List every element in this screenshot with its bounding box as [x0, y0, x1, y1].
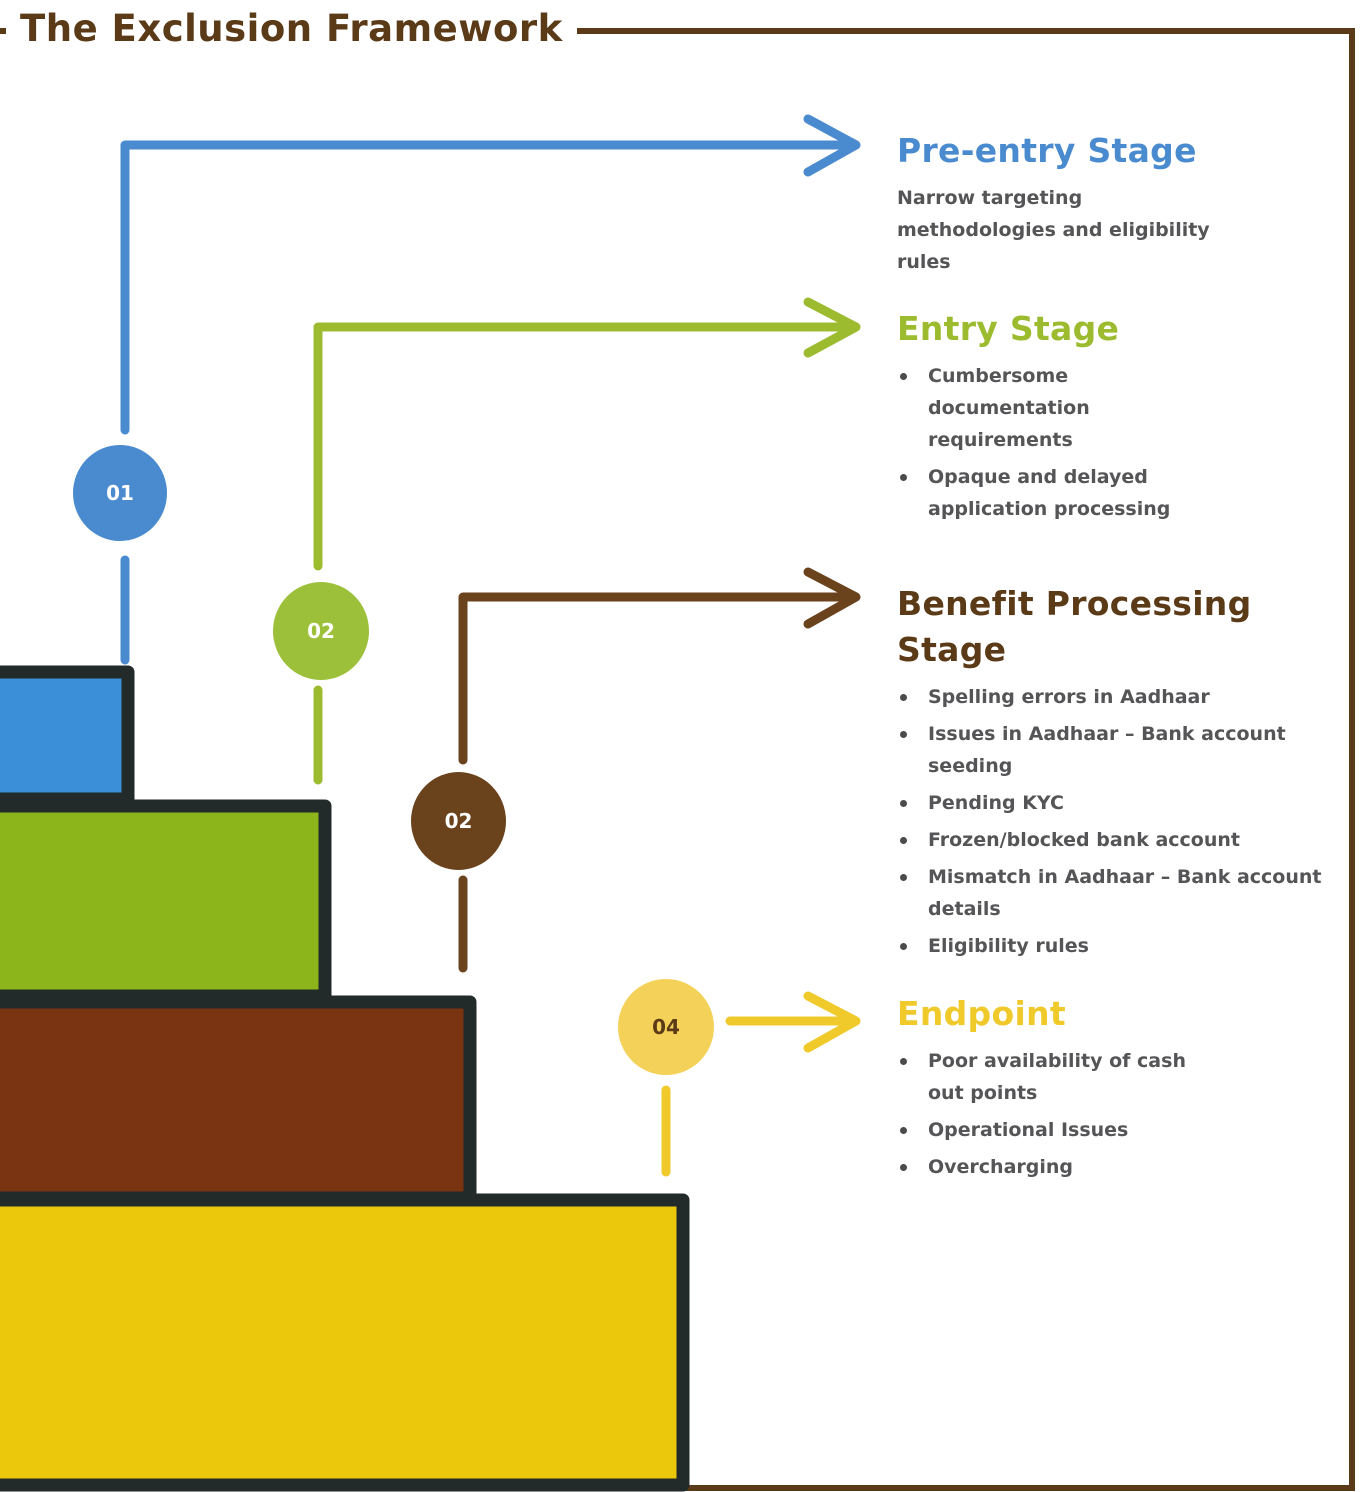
list-item: Poor availability of cash out points — [897, 1045, 1228, 1109]
list-item: Cumbersome documentation requirements — [897, 360, 1228, 456]
list-item: Operational Issues — [897, 1114, 1228, 1146]
list-item: Opaque and delayed application processin… — [897, 461, 1228, 525]
block-yellow — [0, 1193, 690, 1492]
list-item: Overcharging — [897, 1151, 1228, 1183]
list-item: Eligibility rules — [897, 930, 1328, 962]
endpoint-stage: Endpoint Poor availability of cash out p… — [897, 991, 1337, 1188]
pre-entry-heading: Pre-entry Stage — [897, 131, 1197, 170]
pre-entry-stage: Pre-entry Stage Narrow targeting methodo… — [897, 128, 1337, 278]
entry-heading: Entry Stage — [897, 309, 1120, 348]
stage-badge-entry: 02 — [273, 582, 369, 680]
pre-entry-connector — [120, 140, 855, 435]
stage-badge-endpoint: 04 — [618, 979, 714, 1075]
stage-badge-pre-entry: 01 — [73, 445, 167, 541]
entry-stage: Entry Stage Cumbersome documentation req… — [897, 306, 1337, 530]
list-item: Frozen/blocked bank account — [897, 824, 1328, 856]
benefit-connector — [458, 592, 855, 765]
page-title: The Exclusion Framework — [20, 4, 577, 54]
entry-bullet-list: Cumbersome documentation requirements Op… — [897, 360, 1337, 525]
benefit-processing-heading: Benefit Processing Stage — [897, 584, 1252, 669]
stage-badge-benefit-processing: 02 — [411, 772, 506, 870]
endpoint-heading: Endpoint — [897, 994, 1066, 1033]
endpoint-bullet-list: Poor availability of cash out points Ope… — [897, 1045, 1337, 1183]
endpoint-arrowhead — [803, 991, 861, 1053]
list-item: Pending KYC — [897, 787, 1328, 819]
list-item: Issues in Aadhaar – Bank account seeding — [897, 718, 1328, 782]
staircase — [0, 665, 690, 1492]
benefit-processing-bullet-list: Spelling errors in Aadhaar Issues in Aad… — [897, 681, 1337, 962]
entry-connector — [313, 322, 855, 571]
entry-arrowhead — [803, 297, 861, 358]
block-blue — [0, 665, 135, 806]
benefit-arrowhead — [803, 567, 861, 629]
benefit-processing-stage: Benefit Processing Stage Spelling errors… — [897, 581, 1337, 967]
list-item: Mismatch in Aadhaar – Bank account detai… — [897, 861, 1328, 925]
list-item: Spelling errors in Aadhaar — [897, 681, 1328, 713]
block-green — [0, 799, 332, 1003]
pre-entry-arrowhead — [803, 114, 861, 177]
block-brown — [0, 995, 477, 1205]
pre-entry-description: Narrow targeting methodologies and eligi… — [897, 187, 1210, 273]
